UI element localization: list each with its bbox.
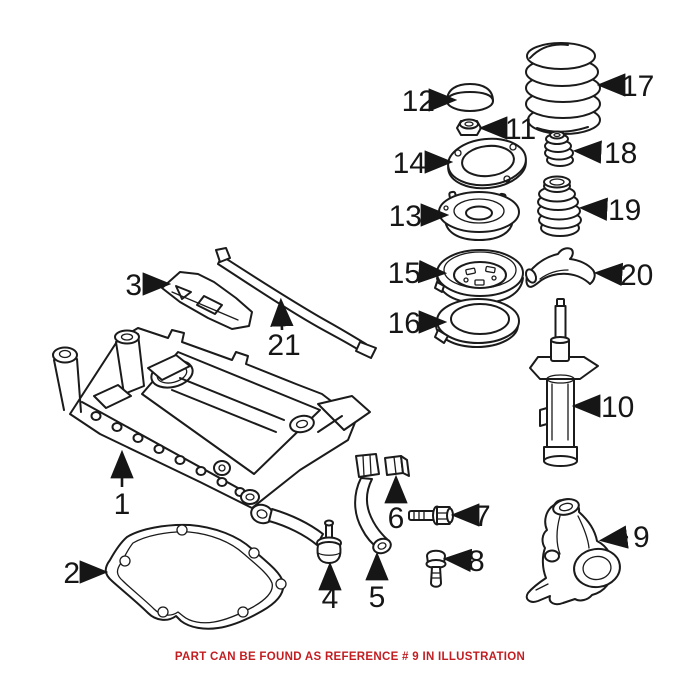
callout-15-label: 15 (388, 257, 421, 290)
part-control-arm (250, 503, 342, 564)
callout-6: 6 (384, 474, 408, 535)
part-spring-seat (434, 249, 524, 304)
part-coil-spring (525, 42, 601, 135)
callout-2-label: 2 (63, 557, 80, 590)
callout-9: 9 (598, 521, 650, 554)
part-strut-mount (438, 190, 520, 241)
callout-21: 21 (267, 297, 301, 362)
callout-13: 13 (389, 200, 450, 233)
part-mounting-sleeve (384, 455, 410, 477)
callout-8-label: 8 (468, 545, 485, 578)
part-steering-knuckle (525, 498, 621, 606)
callout-12-label: 12 (402, 85, 435, 118)
part-ball-stud (425, 549, 447, 588)
callout-17-label: 17 (621, 70, 654, 103)
callout-3-label: 3 (125, 269, 142, 302)
callout-20-label: 20 (620, 259, 653, 292)
callout-12: 12 (402, 85, 458, 118)
part-lower-spring-pad (524, 247, 596, 288)
callout-16: 16 (388, 307, 448, 340)
callout-19: 19 (578, 194, 641, 227)
callout-5: 5 (365, 551, 389, 614)
callout-10: 10 (571, 391, 634, 424)
callout-3: 3 (125, 269, 172, 302)
callout-18: 18 (572, 137, 637, 170)
part-cover-plate (104, 523, 287, 630)
callout-8-arrow (442, 548, 473, 573)
callout-14-label: 14 (393, 147, 426, 180)
part-spring-pad-ring (434, 298, 520, 348)
callout-20-arrow (593, 262, 624, 287)
callout-19-label: 19 (608, 194, 641, 227)
part-hex-bolt (408, 505, 454, 526)
callout-8: 8 (442, 545, 485, 578)
callout-17: 17 (596, 70, 654, 103)
callout-6-label: 6 (388, 502, 405, 535)
callout-21-arrow (270, 297, 294, 331)
part-curved-arm (354, 453, 392, 555)
callout-1-label: 1 (114, 488, 131, 521)
callout-16-label: 16 (388, 307, 421, 340)
callout-7-label: 7 (474, 500, 491, 533)
callout-21-label: 21 (267, 329, 300, 362)
callout-2: 2 (63, 557, 109, 590)
callout-4-label: 4 (322, 582, 339, 615)
callout-15: 15 (388, 257, 448, 290)
part-strut (529, 298, 599, 467)
reference-caption: PART CAN BE FOUND AS REFERENCE # 9 IN IL… (174, 651, 526, 663)
callout-9-arrow (598, 525, 629, 549)
callout-11: 11 (478, 113, 536, 146)
callout-18-arrow (572, 140, 602, 164)
part-dust-boot (537, 175, 582, 237)
callout-10-label: 10 (601, 391, 634, 424)
callout-13-label: 13 (389, 200, 422, 233)
part-bump-stop (544, 130, 574, 167)
part-retainer-plate (447, 137, 527, 190)
callout-19-arrow (578, 197, 608, 221)
part-lock-nut (456, 118, 482, 136)
callout-18-label: 18 (604, 137, 637, 170)
callout-20: 20 (593, 259, 653, 292)
callout-11-label: 11 (505, 113, 536, 146)
part-cover-cap (446, 83, 494, 112)
part-subframe (52, 327, 371, 509)
callout-15-arrow (417, 259, 448, 284)
callout-4: 4 (318, 561, 342, 615)
part-support-bracket (161, 271, 253, 330)
callout-9-label: 9 (633, 521, 650, 554)
callout-1: 1 (110, 449, 134, 521)
callout-7: 7 (450, 500, 491, 533)
callout-5-label: 5 (369, 581, 386, 614)
callout-14: 14 (393, 147, 454, 180)
